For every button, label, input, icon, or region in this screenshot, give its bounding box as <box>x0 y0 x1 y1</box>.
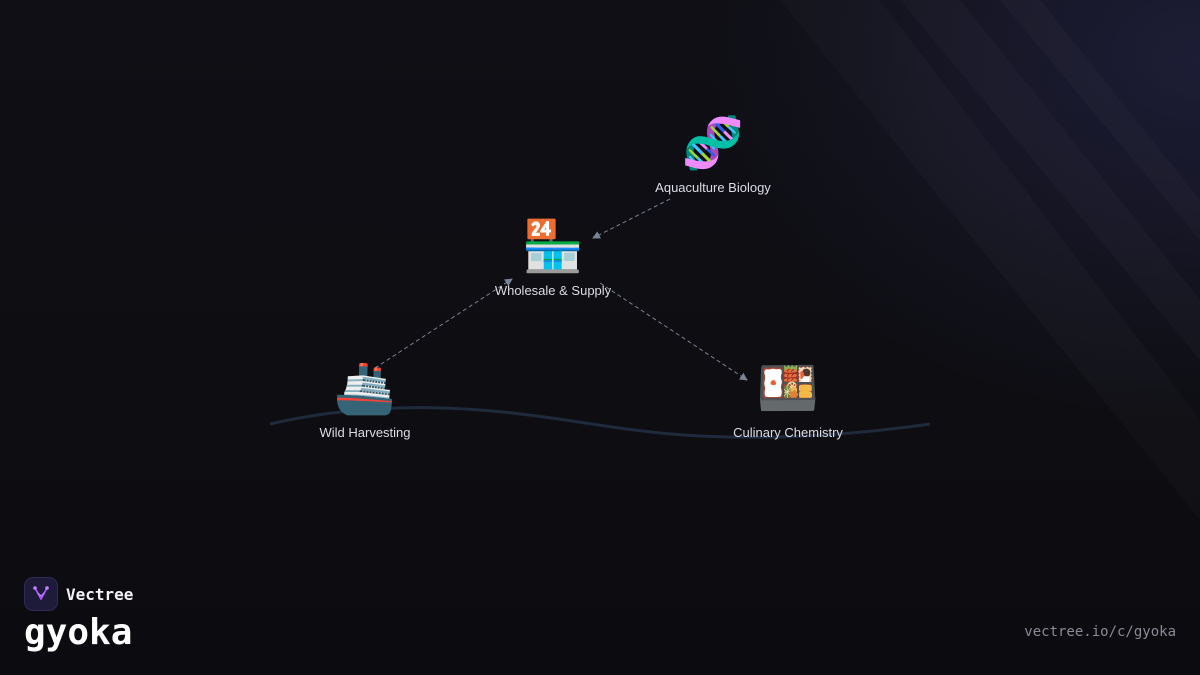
node-label: Wild Harvesting <box>319 425 411 440</box>
convenience-store-icon: 🏪 <box>521 217 585 275</box>
dna-icon: 🧬 <box>681 114 745 172</box>
node-culinary-chemistry[interactable]: 🍱 Culinary Chemistry <box>698 359 878 440</box>
page-title: gyoka <box>24 612 133 653</box>
node-wholesale-supply[interactable]: 🏪 Wholesale & Supply <box>463 217 643 298</box>
footer-url[interactable]: vectree.io/c/gyoka <box>1024 624 1176 640</box>
node-wild-harvesting[interactable]: 🚢 Wild Harvesting <box>275 359 455 440</box>
node-label: Wholesale & Supply <box>494 283 612 298</box>
wave-line <box>269 406 931 439</box>
edge-wholesale-to-culinary <box>599 282 748 381</box>
brand-block: Vectree gyoka <box>24 577 133 653</box>
brand-name: Vectree <box>66 584 134 604</box>
edge-aquaculture-to-wholesale <box>592 198 671 239</box>
bento-box-icon: 🍱 <box>756 359 820 417</box>
ship-icon: 🚢 <box>333 359 397 417</box>
node-label: Culinary Chemistry <box>733 425 843 440</box>
brand-row: Vectree <box>24 577 133 611</box>
node-label: Aquaculture Biology <box>655 180 771 195</box>
edge-wild-to-wholesale <box>374 278 513 369</box>
node-aquaculture-biology[interactable]: 🧬 Aquaculture Biology <box>623 114 803 195</box>
vectree-logo-icon <box>24 577 58 611</box>
